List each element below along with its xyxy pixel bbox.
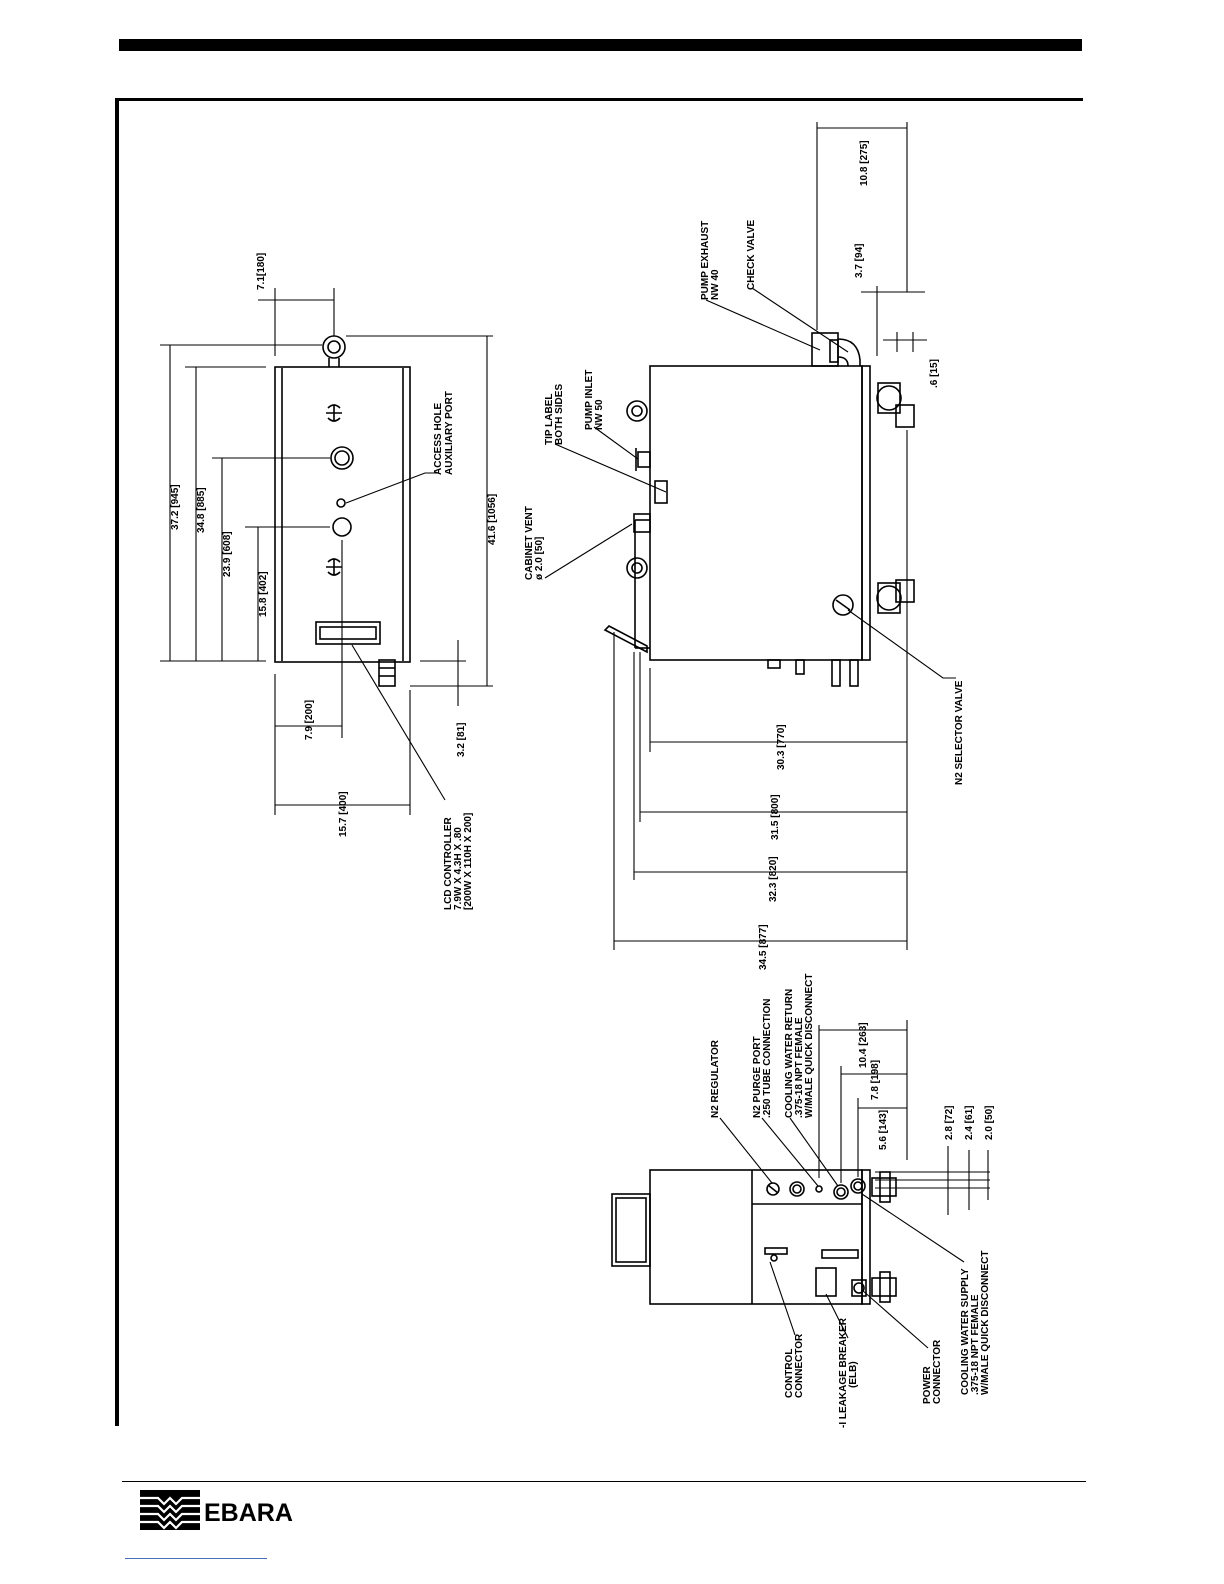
- label-lcd-controller: LCD CONTROLLER: [443, 816, 454, 910]
- dim-2-0: 2.0 [50]: [984, 1106, 995, 1140]
- dim-7-8: 7.8 [198]: [870, 1060, 881, 1100]
- ebara-logo-mark-icon: [140, 1490, 200, 1530]
- label-lcd-size-mm: [200W X 110H X 200]: [463, 813, 474, 910]
- drawing-frame-top: [115, 98, 1083, 101]
- dim-7-1: 7.1[180]: [256, 253, 267, 290]
- front-caster: [876, 382, 915, 428]
- dim-32-3: 32.3 [820]: [768, 856, 779, 902]
- label-cw-return-thread: .375-18 NPT FEMALE: [794, 1017, 805, 1118]
- rear-caster: [876, 579, 915, 614]
- dim-3-7: 3.7 [94]: [854, 244, 865, 278]
- label-pump-exhaust: PUMP EXHAUST: [700, 221, 711, 300]
- label-control-connector: CONNECTOR: [794, 1333, 805, 1398]
- dim-41-6: 41.6 [1056]: [487, 494, 498, 545]
- label-n2-regulator: N2 REGULATOR: [710, 1039, 721, 1118]
- dim-10-4: 10.4 [263]: [858, 1022, 869, 1068]
- top-view-dimension-lines: [160, 288, 493, 815]
- label-n2-purge-connection: .250 TUBE CONNECTION: [762, 999, 773, 1118]
- side-view-outline: [603, 332, 915, 687]
- header-bar: [119, 39, 1082, 51]
- dim-15-7: 15.7 [400]: [338, 791, 349, 837]
- label-cabinet-vent-size: ø 2.0 [50]: [534, 537, 545, 580]
- label-cw-supply-disconnect: W/MALE QUICK DISCONNECT: [980, 1251, 991, 1395]
- side-view-dimension-lines: [613, 122, 927, 950]
- label-auxiliary-port: AUXILIARY PORT: [444, 391, 455, 475]
- footer-link-underline: [125, 1558, 267, 1559]
- dim-7-9: 7.9 [200]: [304, 700, 315, 740]
- label-access-hole: ACCESS HOLE: [433, 402, 444, 475]
- dim-10-8: 10.8 [275]: [859, 140, 870, 186]
- dim-15-8: 15.8 [402]: [258, 571, 269, 617]
- top-view-leaders: [345, 472, 446, 801]
- dim-30-3: 30.3 [770]: [776, 724, 787, 770]
- dim-23-9: 23.9 [608]: [222, 531, 233, 577]
- label-control: CONTROL: [784, 1349, 795, 1398]
- drawing-frame-left: [115, 98, 119, 1426]
- dim-5-6: 5.6 [143]: [878, 1110, 889, 1150]
- dim-3-2: 3.2 [81]: [456, 723, 467, 757]
- label-cw-supply-thread: .375-18 NPT FEMALE: [970, 1294, 981, 1395]
- label-tip-label: TIP LABEL: [544, 394, 555, 445]
- label-check-valve: CHECK VALVE: [746, 219, 757, 290]
- label-power: POWER: [922, 1365, 933, 1404]
- label-elb: (ELB): [848, 1361, 859, 1388]
- label-cw-return: COOLING WATER RETURN: [784, 989, 795, 1118]
- dim-2-8: 2.8 [72]: [944, 1106, 955, 1140]
- end-view-leaders: [719, 1117, 965, 1349]
- label-leakage-breaker: -I LEAKAGE BREAKER: [838, 1317, 849, 1428]
- top-view-outline: [274, 335, 411, 687]
- side-view-leaders: [544, 287, 956, 679]
- ebara-logo: EBARA: [140, 1490, 293, 1530]
- dim-37-2: 37.2 [945]: [170, 484, 181, 530]
- label-pump-inlet: PUMP INLET: [584, 370, 595, 430]
- end-view-dimension-lines: [818, 1020, 990, 1215]
- label-tip-label-sides: BOTH SIDES: [554, 384, 565, 445]
- dim-34-5: 34.5 [877]: [758, 924, 769, 970]
- dim-0-6: .6 [15]: [929, 359, 940, 388]
- end-view-outline: [611, 1169, 897, 1305]
- label-cw-return-disconnect: W/MALE QUICK DISCONNECT: [804, 974, 815, 1118]
- dim-2-4: 2.4 [61]: [964, 1106, 975, 1140]
- label-power-connector: CONNECTOR: [932, 1339, 943, 1404]
- dim-31-5: 31.5 [800]: [770, 794, 781, 840]
- label-lcd-size-in: 7.9W X 4.3H X .80: [453, 827, 464, 910]
- brand-name: EBARA: [204, 1499, 293, 1527]
- label-n2-selector-valve: N2 SELECTOR VALVE: [954, 680, 965, 785]
- dim-34-8: 34.8 [885]: [196, 487, 207, 533]
- label-pump-exhaust-size: NW 40: [710, 269, 721, 300]
- label-cabinet-vent: CABINET VENT: [524, 506, 535, 580]
- label-pump-inlet-size: NW 50: [594, 399, 605, 430]
- footer-rule: [122, 1481, 1086, 1482]
- label-n2-purge-port: N2 PURGE PORT: [752, 1036, 763, 1118]
- label-cw-supply: COOLING WATER SUPPLY: [960, 1268, 971, 1395]
- end-view-casters: [871, 1171, 897, 1303]
